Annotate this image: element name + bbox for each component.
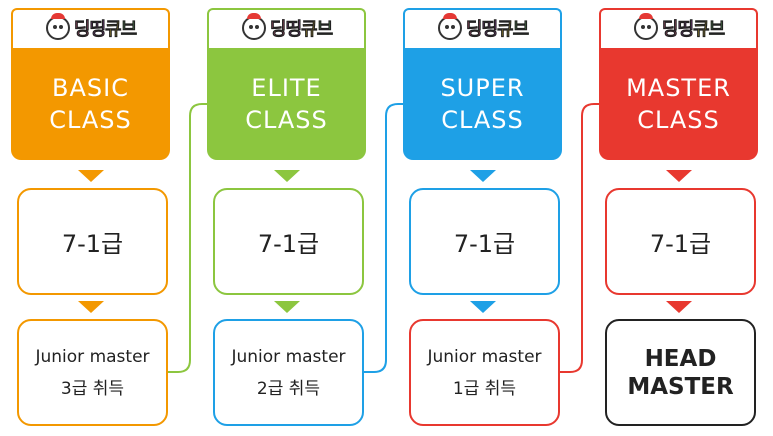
brand-logo: 딩띵큐브: [427, 13, 539, 43]
result-box-basic: Junior master 3급 취득: [17, 319, 168, 426]
result-subtitle: 2급 취득: [256, 378, 321, 399]
grade-label: 7-1급: [453, 230, 516, 258]
column-basic: 딩띵큐브 BASIC CLASS 7-1급 Junior master 3급 취…: [5, 0, 176, 436]
result-title: HEAD: [644, 345, 717, 372]
brand-logo: 딩띵큐브: [231, 13, 343, 43]
down-arrow-icon: [470, 301, 496, 313]
header-frame: [11, 8, 170, 48]
header-frame: [207, 8, 366, 48]
down-arrow-icon: [78, 301, 104, 313]
mascot-icon: [437, 13, 462, 40]
mascot-icon: [633, 13, 658, 40]
grade-box-master: 7-1급: [605, 188, 756, 295]
down-arrow-icon: [470, 170, 496, 182]
down-arrow-icon: [666, 301, 692, 313]
logo-text: 딩띵큐브: [465, 19, 530, 41]
down-arrow-icon: [274, 170, 300, 182]
grade-label: 7-1급: [61, 230, 124, 258]
logo-text: 딩띵큐브: [269, 19, 334, 41]
class-box-elite: ELITE CLASS: [207, 48, 366, 160]
grade-box-elite: 7-1급: [213, 188, 364, 295]
logo-text: 딩띵큐브: [73, 19, 138, 41]
column-super: 딩띵큐브 SUPER CLASS 7-1급 Junior master 1급 취…: [397, 0, 568, 436]
result-box-elite: Junior master 2급 취득: [213, 319, 364, 426]
class-name-line2: CLASS: [637, 106, 720, 134]
class-box-master: MASTER CLASS: [599, 48, 758, 160]
down-arrow-icon: [78, 170, 104, 182]
class-name-line2: CLASS: [441, 106, 524, 134]
header-frame: [599, 8, 758, 48]
mascot-icon: [45, 13, 70, 40]
logo-text: 딩띵큐브: [661, 19, 726, 41]
column-elite: 딩띵큐브 ELITE CLASS 7-1급 Junior master 2급 취…: [201, 0, 372, 436]
class-box-super: SUPER CLASS: [403, 48, 562, 160]
result-box-master: HEAD MASTER: [605, 319, 756, 426]
result-subtitle: 1급 취득: [452, 378, 517, 399]
down-arrow-icon: [274, 301, 300, 313]
brand-logo: 딩띵큐브: [35, 13, 147, 43]
result-title: Junior master: [427, 346, 542, 367]
class-name-line2: CLASS: [49, 106, 132, 134]
class-box-basic: BASIC CLASS: [11, 48, 170, 160]
result-title: Junior master: [35, 346, 150, 367]
result-subtitle: 3급 취득: [60, 378, 125, 399]
grade-label: 7-1급: [257, 230, 320, 258]
header-frame: [403, 8, 562, 48]
grade-box-basic: 7-1급: [17, 188, 168, 295]
down-arrow-icon: [666, 170, 692, 182]
grade-label: 7-1급: [649, 230, 712, 258]
mascot-icon: [241, 13, 266, 40]
column-master: 딩띵큐브 MASTER CLASS 7-1급 HEAD MASTER: [593, 0, 764, 436]
result-box-super: Junior master 1급 취득: [409, 319, 560, 426]
class-name-line1: BASIC: [52, 74, 129, 102]
class-name-line1: SUPER: [440, 74, 525, 102]
result-title: Junior master: [231, 346, 346, 367]
result-subtitle: MASTER: [627, 373, 734, 400]
class-name-line1: MASTER: [626, 74, 731, 102]
class-name-line1: ELITE: [251, 74, 322, 102]
grade-box-super: 7-1급: [409, 188, 560, 295]
class-name-line2: CLASS: [245, 106, 328, 134]
brand-logo: 딩띵큐브: [623, 13, 735, 43]
